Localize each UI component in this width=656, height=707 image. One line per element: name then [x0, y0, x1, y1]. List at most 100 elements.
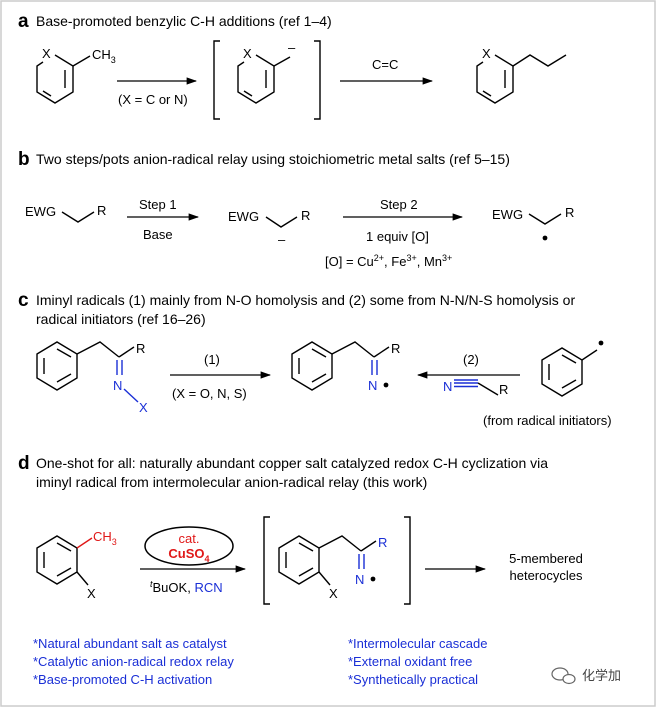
benzene-ring	[291, 341, 333, 391]
feature-right-3: *Synthetically practical	[348, 672, 478, 687]
carbanion-intermediate: EWG R –	[228, 208, 310, 247]
route1-label: (1)	[204, 352, 220, 367]
oxidant-label: 1 equiv [O]	[366, 229, 429, 244]
radical-dot	[598, 340, 604, 346]
panel-a: a Base-promoted benzylic C-H additions (…	[18, 11, 567, 120]
alkene-label: C=C	[372, 57, 398, 72]
methyl-bond	[72, 55, 91, 67]
catalyst-formula: CuSO4	[168, 546, 209, 564]
r-label: R	[565, 205, 574, 220]
base-label: Base	[143, 227, 173, 242]
benzene-ring	[541, 347, 583, 397]
radical-intermediate: EWG R	[492, 205, 574, 241]
feature-list: *Natural abundant salt as catalyst *Cata…	[33, 636, 487, 687]
r-label: R	[391, 341, 400, 356]
r-label: R	[97, 203, 106, 218]
feature-left-2: *Catalytic anion-radical redox relay	[33, 654, 234, 669]
ring-double-bond	[298, 567, 314, 577]
ring-double-bond	[56, 373, 72, 383]
ring-bonds	[476, 54, 514, 104]
ring-double-bond	[561, 354, 577, 364]
ring-double-bond	[311, 348, 327, 358]
step2-label: Step 2	[380, 197, 418, 212]
benzyl-radical-structure	[541, 340, 604, 397]
feature-left-1: *Natural abundant salt as catalyst	[33, 636, 227, 651]
substrate-ewg: EWG R	[25, 203, 106, 223]
watermark-text: 化学加	[582, 668, 621, 684]
product-line2: heterocycles	[510, 568, 583, 583]
bracket-left	[213, 40, 220, 120]
ring-bonds	[36, 54, 74, 104]
wechat-icon	[551, 667, 576, 685]
n-label: N	[113, 378, 122, 393]
x-label: X	[329, 586, 338, 601]
ewg-label: EWG	[492, 207, 523, 222]
ch2-linker	[318, 535, 362, 552]
condition-label: (X = C or N)	[118, 92, 188, 107]
benzylic-bond	[581, 349, 598, 361]
panel-c-letter: c	[18, 290, 29, 311]
nitrile: N R	[443, 379, 508, 397]
c-r-bond	[118, 346, 135, 358]
bracket-left	[263, 516, 270, 605]
panel-d: d One-shot for all: naturally abundant c…	[18, 453, 583, 605]
ring-double-bond	[482, 90, 492, 97]
x-label: X	[87, 586, 96, 601]
atom-x-label: X	[42, 46, 51, 61]
ring-bonds	[237, 54, 275, 104]
initiator-note: (from radical initiators)	[483, 413, 612, 428]
base-reagents: tBuOK, RCN	[150, 579, 223, 595]
ring-double-bond	[243, 90, 253, 97]
feature-left-3: *Base-promoted C-H activation	[33, 672, 212, 687]
watermark: 化学加	[551, 667, 621, 685]
benzylic-bond	[273, 56, 291, 67]
o-halotoluene-structure: CH3 X	[36, 529, 117, 601]
propylarene-structure: X	[476, 46, 567, 104]
feature-right-1: *Intermolecular cascade	[348, 636, 487, 651]
panel-b: b Two steps/pots anion-radical relay usi…	[18, 149, 574, 269]
ch3-label: CH3	[92, 47, 116, 65]
chain-bonds	[265, 216, 298, 228]
panel-c-title-line2: radical initiators (ref 16–26)	[36, 311, 206, 327]
iminyl-intermediate-structure: R N X	[263, 516, 411, 605]
route2-label: (2)	[463, 352, 479, 367]
panel-c: c Iminyl radicals (1) mainly from N-O ho…	[18, 290, 612, 428]
catalyst-ellipse	[144, 526, 234, 566]
nitrile-n-label: N	[443, 379, 452, 394]
r-label: R	[136, 341, 145, 356]
ewg-label: EWG	[25, 204, 56, 219]
panel-a-letter: a	[18, 11, 29, 32]
step1-label: Step 1	[139, 197, 177, 212]
toluene-structure: X CH3	[36, 46, 116, 104]
iminyl-radical-structure: R N	[291, 341, 400, 393]
n-label: N	[368, 378, 377, 393]
bracket-right	[404, 516, 411, 605]
bracket-right	[314, 40, 321, 120]
atom-x-label: X	[482, 46, 491, 61]
ring-double-bond	[56, 348, 72, 358]
carbanion-charge: –	[278, 232, 286, 247]
ring-double-bond	[298, 542, 314, 552]
radical-dot	[370, 576, 376, 582]
methyl-bond	[76, 537, 93, 549]
ewg-label: EWG	[228, 209, 259, 224]
anion-charge: –	[288, 40, 296, 55]
panel-b-title: Two steps/pots anion-radical relay using…	[36, 151, 510, 167]
panel-b-letter: b	[18, 149, 30, 170]
benzyl-anion-structure: X –	[213, 40, 321, 120]
panel-c-title-line1: Iminyl radicals (1) mainly from N-O homo…	[36, 292, 575, 308]
oxidant-definition: [O] = Cu2+, Fe3+, Mn3+	[325, 253, 452, 269]
c-x-bond	[318, 571, 331, 586]
chain-bonds	[528, 213, 562, 225]
catalyst-cat-label: cat.	[179, 531, 200, 546]
nitrile-r-label: R	[499, 382, 508, 397]
radical-dot	[383, 382, 389, 388]
panel-d-letter: d	[18, 453, 30, 474]
ring-double-bond	[311, 373, 327, 383]
oxime-precursor-structure: R N X	[36, 341, 148, 415]
n-label: N	[355, 572, 364, 587]
n-x-bond	[123, 388, 139, 403]
product-line1: 5-membered	[509, 551, 583, 566]
catalyst-badge: cat. CuSO4	[144, 526, 234, 566]
